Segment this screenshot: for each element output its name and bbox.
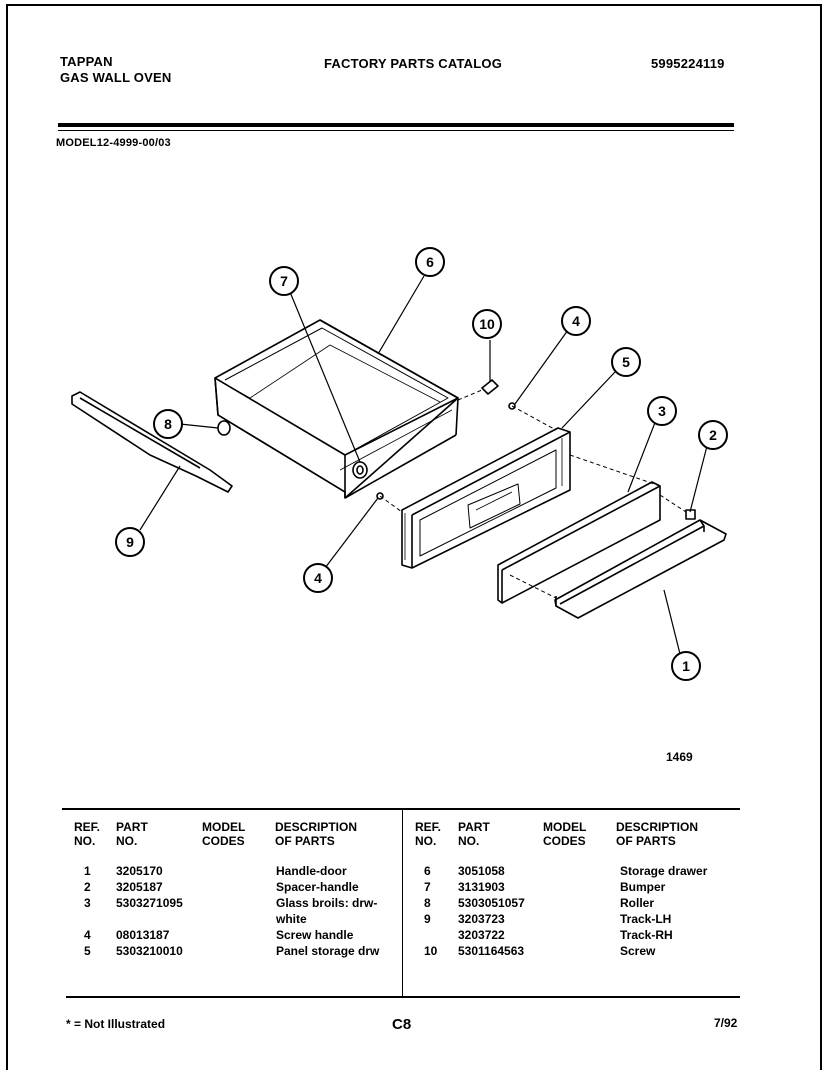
callout-2: 2 bbox=[698, 420, 728, 450]
callout-1: 1 bbox=[671, 651, 701, 681]
exploded-parts-diagram: 7 6 10 4 5 3 2 8 9 4 1 bbox=[71, 247, 728, 681]
cell-ref: 4 bbox=[84, 928, 91, 942]
cell-ref: 7 bbox=[424, 880, 431, 894]
cell-part: 3203722 bbox=[458, 928, 505, 942]
cell-part: 5303210010 bbox=[116, 944, 183, 958]
brand-name: TAPPAN bbox=[60, 54, 113, 69]
header-ref-right: REF.NO. bbox=[415, 820, 442, 848]
cell-part: 5303271095 bbox=[116, 896, 183, 910]
page-code: C8 bbox=[392, 1016, 412, 1033]
callout-4: 4 bbox=[303, 563, 333, 593]
callout-10: 10 bbox=[472, 309, 502, 339]
cell-desc: Glass broils: drw- bbox=[276, 896, 378, 910]
header-rule-thick bbox=[58, 123, 734, 127]
callout-4: 4 bbox=[561, 306, 591, 336]
callout-8: 8 bbox=[153, 409, 183, 439]
callout-label: 4 bbox=[572, 313, 580, 329]
cell-part: 5303051057 bbox=[458, 896, 525, 910]
callout-label: 2 bbox=[709, 427, 717, 443]
callout-label: 7 bbox=[280, 273, 288, 289]
screw-drawing bbox=[457, 379, 499, 401]
cell-desc: Track-RH bbox=[620, 928, 673, 942]
cell-desc: Panel storage drw bbox=[276, 944, 380, 958]
page-frame bbox=[6, 4, 822, 1070]
product-name: GAS WALL OVEN bbox=[60, 70, 172, 85]
cell-ref: 5 bbox=[84, 944, 91, 958]
storage-drawer-drawing bbox=[214, 319, 459, 499]
cell-desc: Bumper bbox=[620, 880, 666, 894]
cell-ref: 3 bbox=[84, 896, 91, 910]
leader-lines bbox=[139, 275, 708, 655]
cell-part: 3205187 bbox=[116, 880, 163, 894]
panel-storage-drawing bbox=[379, 405, 571, 569]
cell-ref: 8 bbox=[424, 896, 431, 910]
callout-9: 9 bbox=[115, 527, 145, 557]
cell-desc: Screw handle bbox=[276, 928, 354, 942]
callout-label: 4 bbox=[314, 570, 322, 586]
cell-desc: white bbox=[276, 912, 307, 926]
catalog-title: FACTORY PARTS CATALOG bbox=[324, 56, 503, 71]
cell-part: 3051058 bbox=[458, 864, 505, 878]
callout-label: 10 bbox=[479, 316, 495, 332]
callout-7: 7 bbox=[269, 266, 299, 296]
cell-ref: 10 bbox=[424, 944, 438, 958]
handle-door-drawing bbox=[509, 494, 727, 619]
table-center-divider bbox=[402, 808, 403, 996]
cell-ref: 6 bbox=[424, 864, 431, 878]
cell-desc: Roller bbox=[620, 896, 655, 910]
header-rule-thin bbox=[58, 130, 734, 131]
cell-part: 3131903 bbox=[458, 880, 505, 894]
cell-ref: 2 bbox=[84, 880, 91, 894]
callout-3: 3 bbox=[647, 396, 677, 426]
cell-part: 08013187 bbox=[116, 928, 170, 942]
callout-label: 8 bbox=[164, 416, 172, 432]
cell-desc: Storage drawer bbox=[620, 864, 708, 878]
track-lh-drawing bbox=[71, 391, 233, 493]
model-number: MODEL12-4999-00/03 bbox=[56, 137, 171, 149]
not-illustrated-note: * = Not Illustrated bbox=[66, 1017, 166, 1031]
figure-number: 1469 bbox=[666, 750, 693, 764]
cell-desc: Screw bbox=[620, 944, 656, 958]
callout-label: 5 bbox=[622, 354, 630, 370]
cell-desc: Track-LH bbox=[620, 912, 672, 926]
callout-label: 1 bbox=[682, 658, 690, 674]
cell-part: 3205170 bbox=[116, 864, 163, 878]
cell-part: 5301164563 bbox=[458, 944, 525, 958]
header-ref: REF.NO. bbox=[74, 820, 101, 848]
cell-ref: 9 bbox=[424, 912, 431, 926]
callout-label: 9 bbox=[126, 534, 134, 550]
revision-date: 7/92 bbox=[714, 1016, 738, 1030]
cell-desc: Handle-door bbox=[276, 864, 347, 878]
cell-part: 3203723 bbox=[458, 912, 505, 926]
catalog-number: 5995224119 bbox=[651, 56, 725, 71]
cell-desc: Spacer-handle bbox=[276, 880, 359, 894]
callout-6: 6 bbox=[415, 247, 445, 277]
callout-5: 5 bbox=[611, 347, 641, 377]
callout-label: 6 bbox=[426, 254, 434, 270]
callout-label: 3 bbox=[658, 403, 666, 419]
glass-drawing bbox=[497, 454, 661, 604]
cell-ref: 1 bbox=[84, 864, 91, 878]
table-top-rule bbox=[62, 808, 740, 810]
table-bottom-rule bbox=[66, 996, 740, 998]
